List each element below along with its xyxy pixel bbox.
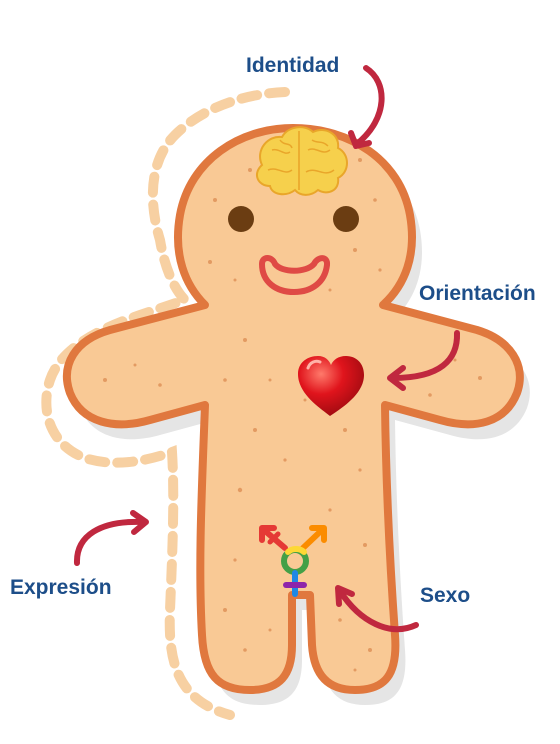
right-eye xyxy=(333,206,359,232)
label-sexo: Sexo xyxy=(420,584,470,608)
label-orientacion: Orientación xyxy=(419,282,536,306)
label-identidad: Identidad xyxy=(246,54,339,78)
arrow-identidad xyxy=(351,68,382,146)
arrow-expresion xyxy=(77,513,146,563)
left-eye xyxy=(228,206,254,232)
label-expresion: Expresión xyxy=(10,576,112,600)
